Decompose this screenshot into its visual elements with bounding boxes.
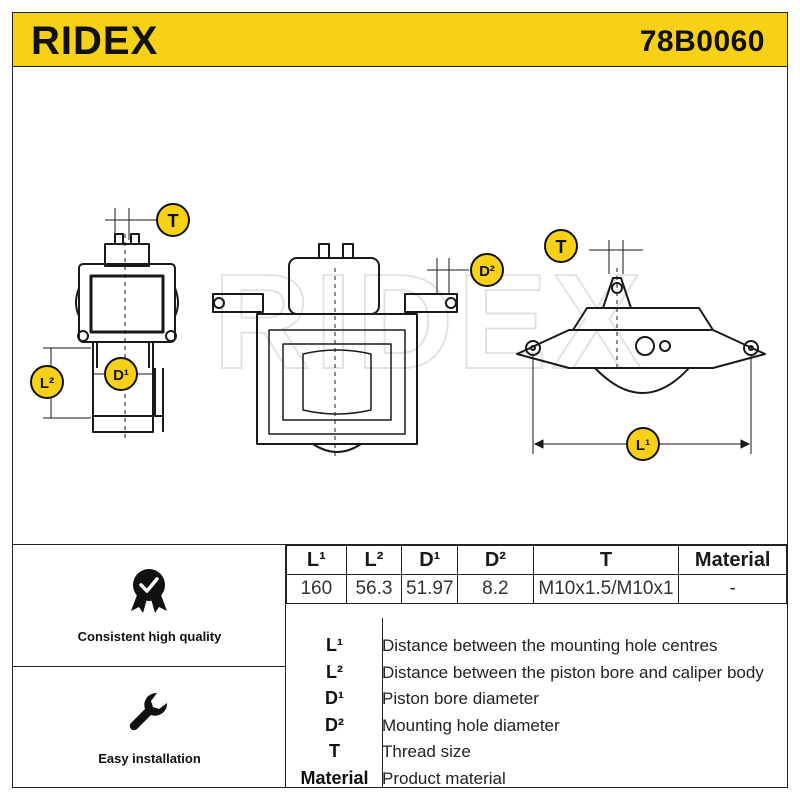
legend-symbol: T — [329, 741, 340, 761]
callout-t-right: T — [544, 229, 578, 263]
part-number: 78B0060 — [639, 25, 765, 58]
callout-t-left-label: T — [168, 211, 179, 231]
callout-l1-label: L¹ — [636, 437, 650, 454]
quality-badge-icon — [131, 569, 167, 613]
feature-quality: Consistent high quality — [13, 545, 286, 666]
spec-table: L¹ L² D¹ D² T Material 160 56.3 51.97 8.… — [286, 545, 787, 604]
legend-description: Distance between the mounting hole centr… — [382, 636, 718, 655]
callout-l1: L¹ — [626, 427, 660, 461]
spec-table-header-row: L¹ L² D¹ D² T Material — [286, 545, 787, 575]
brand-logo: RIDEX — [31, 22, 158, 58]
legend-symbol: L¹ — [326, 635, 343, 655]
spec-header-l1: L¹ — [286, 545, 347, 575]
legend-item: Material Product material — [286, 764, 787, 791]
callout-t-right-label: T — [556, 237, 567, 257]
header-bar: RIDEX 78B0060 — [13, 13, 787, 67]
spec-value-l2: 56.3 — [345, 574, 403, 604]
spec-header-d2: D² — [457, 545, 534, 575]
callout-d2: D² — [470, 253, 504, 287]
spec-value-l1: 160 — [286, 574, 347, 604]
legend-description: Piston bore diameter — [382, 689, 539, 708]
spec-section: Consistent high quality Easy installatio… — [13, 544, 787, 789]
callout-d1: D¹ — [104, 357, 138, 391]
spec-value-d1: 51.97 — [401, 574, 459, 604]
front-view — [212, 243, 458, 458]
caliper-views — [75, 233, 766, 458]
technical-drawing: RIDEX — [13, 68, 787, 544]
wrench-icon — [129, 692, 168, 731]
caliper-drawing: RIDEX — [30, 203, 766, 461]
product-sheet: RIDEX 78B0060 RIDEX — [12, 12, 788, 788]
dimension-legend: L¹ Distance between the mounting hole ce… — [286, 618, 787, 788]
legend-item: T Thread size — [286, 737, 787, 764]
legend-item: D¹ Piston bore diameter — [286, 684, 787, 711]
legend-symbol: D² — [325, 715, 344, 735]
spec-table-value-row: 160 56.3 51.97 8.2 M10x1.5/M10x1 - — [286, 574, 787, 604]
watermark-text: RIDEX — [213, 246, 646, 397]
spec-value-material: - — [678, 574, 787, 604]
callout-d2-label: D² — [479, 263, 495, 280]
callout-t-left: T — [156, 203, 190, 237]
legend-description: Mounting hole diameter — [382, 716, 560, 735]
side-view — [75, 233, 179, 440]
legend-item: L² Distance between the piston bore and … — [286, 658, 787, 685]
legend-symbol: D¹ — [325, 688, 344, 708]
legend-item: L¹ Distance between the mounting hole ce… — [286, 631, 787, 658]
feature-installation-label: Easy installation — [98, 751, 201, 766]
spec-header-l2: L² — [345, 545, 403, 575]
spec-value-t: M10x1.5/M10x1 — [532, 574, 680, 604]
callout-l2: L² — [30, 365, 64, 399]
brand-logo-text: RIDEX — [31, 22, 158, 58]
legend-symbol: L² — [326, 662, 343, 682]
legend-description: Product material — [382, 769, 506, 788]
feature-list: Consistent high quality Easy installatio… — [13, 545, 286, 788]
legend-item: D² Mounting hole diameter — [286, 711, 787, 738]
callout-d1-label: D¹ — [113, 367, 129, 384]
spec-header-t: T — [532, 545, 680, 575]
top-view — [516, 268, 766, 394]
feature-quality-label: Consistent high quality — [77, 629, 222, 644]
legend-symbol: Material — [300, 768, 369, 788]
callout-l2-label: L² — [40, 375, 54, 392]
feature-installation: Easy installation — [13, 666, 286, 787]
legend-description: Thread size — [382, 742, 471, 761]
spec-value-d2: 8.2 — [457, 574, 534, 604]
spec-header-d1: D¹ — [401, 545, 459, 575]
legend-description: Distance between the piston bore and cal… — [382, 663, 764, 682]
legend-divider — [382, 618, 383, 788]
spec-header-material: Material — [678, 545, 787, 575]
